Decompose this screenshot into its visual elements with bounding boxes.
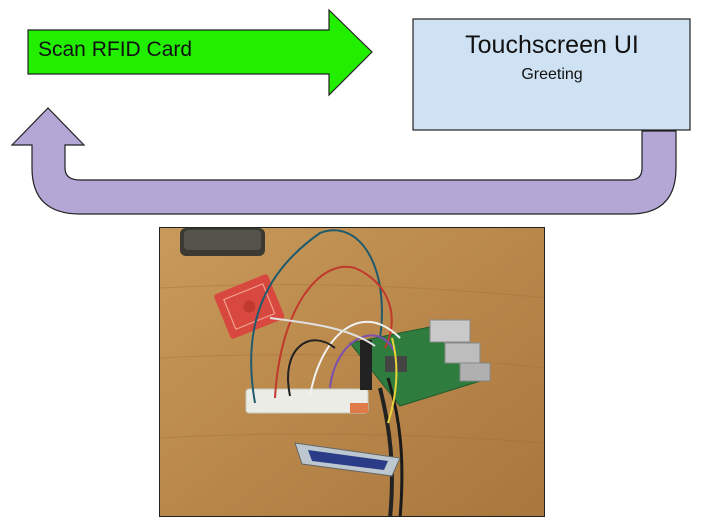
raspberry-pi-board [349, 319, 491, 407]
touchscreen-title: Touchscreen UI [465, 31, 639, 59]
hardware-photo [159, 227, 545, 517]
small-lcd-display [294, 442, 401, 477]
scan-arrow-shape [27, 8, 373, 97]
return-arrow [10, 107, 677, 215]
hardware-illustration [160, 228, 544, 516]
touchscreen-box [412, 18, 691, 131]
greeting-subtitle: Greeting [521, 66, 583, 83]
scan-rfid-label: Scan RFID Card [38, 38, 193, 61]
breadboard [245, 388, 369, 414]
